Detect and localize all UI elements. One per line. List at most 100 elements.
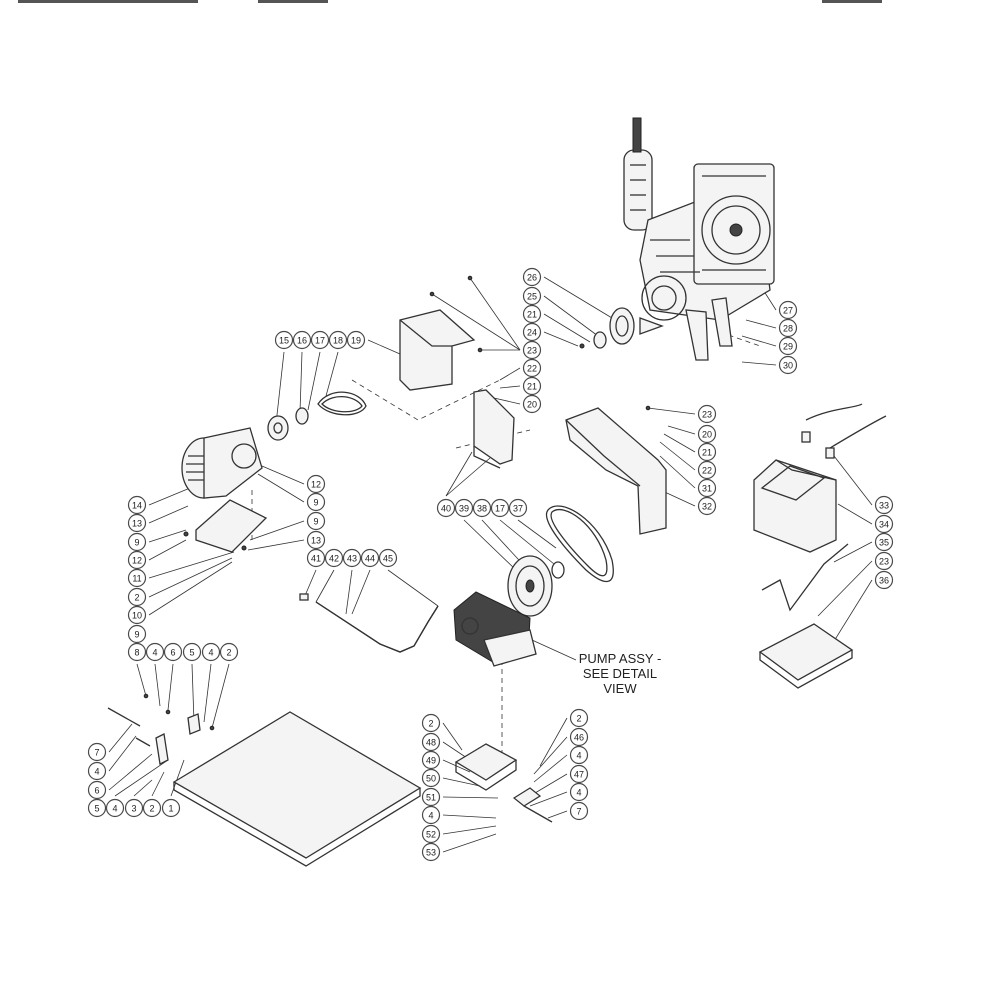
callout-9: 9 — [127, 532, 147, 552]
callout-36: 36 — [874, 570, 894, 590]
callout-1: 1 — [161, 798, 181, 818]
svg-text:40: 40 — [441, 504, 451, 514]
hose-assembly — [299, 593, 439, 653]
callout-43: 43 — [342, 548, 362, 568]
svg-text:47: 47 — [574, 770, 584, 780]
callout-4: 4 — [105, 798, 125, 818]
generator-bracket — [183, 499, 268, 553]
belt-guard-top — [399, 275, 483, 391]
callout-47: 47 — [569, 764, 589, 784]
svg-text:1: 1 — [168, 804, 173, 814]
svg-text:44: 44 — [365, 554, 375, 564]
svg-text:4: 4 — [208, 648, 213, 658]
callout-34: 34 — [874, 514, 894, 534]
svg-text:32: 32 — [702, 502, 712, 512]
callout-42: 42 — [324, 548, 344, 568]
svg-text:52: 52 — [426, 830, 436, 840]
generator — [181, 427, 263, 499]
belt-small — [317, 391, 367, 416]
svg-text:9: 9 — [313, 517, 318, 527]
callout-21: 21 — [522, 376, 542, 396]
callout-38: 38 — [472, 498, 492, 518]
callout-24: 24 — [522, 322, 542, 342]
callout-8: 8 — [127, 642, 147, 662]
svg-text:39: 39 — [459, 504, 469, 514]
callout-12: 12 — [306, 474, 326, 494]
svg-text:2: 2 — [226, 648, 231, 658]
callout-15: 15 — [274, 330, 294, 350]
svg-text:7: 7 — [576, 807, 581, 817]
callout-4: 4 — [87, 761, 107, 781]
svg-text:4: 4 — [152, 648, 157, 658]
svg-text:33: 33 — [879, 501, 889, 511]
svg-text:27: 27 — [783, 306, 793, 316]
svg-text:3: 3 — [131, 804, 136, 814]
svg-text:43: 43 — [347, 554, 357, 564]
svg-text:20: 20 — [702, 430, 712, 440]
callout-31: 31 — [697, 478, 717, 498]
svg-text:4: 4 — [428, 811, 433, 821]
generator-pulley — [267, 407, 309, 441]
callout-26: 26 — [522, 267, 542, 287]
callout-29: 29 — [778, 336, 798, 356]
svg-text:15: 15 — [279, 336, 289, 346]
svg-text:12: 12 — [311, 480, 321, 490]
callout-40: 40 — [436, 498, 456, 518]
callout-44: 44 — [360, 548, 380, 568]
callout-37: 37 — [508, 498, 528, 518]
svg-text:19: 19 — [351, 336, 361, 346]
callout-11: 11 — [127, 568, 147, 588]
callout-53: 53 — [421, 842, 441, 862]
svg-text:23: 23 — [702, 410, 712, 420]
svg-text:14: 14 — [132, 501, 142, 511]
callout-45: 45 — [378, 548, 398, 568]
callout-13: 13 — [127, 513, 147, 533]
callout-4: 4 — [421, 805, 441, 825]
svg-text:9: 9 — [134, 538, 139, 548]
callout-2: 2 — [219, 642, 239, 662]
svg-text:4: 4 — [94, 767, 99, 777]
callout-7: 7 — [87, 742, 107, 762]
svg-text:20: 20 — [527, 400, 537, 410]
callout-20: 20 — [697, 424, 717, 444]
svg-text:49: 49 — [426, 756, 436, 766]
callout-19: 19 — [346, 330, 366, 350]
pump-mount-plate — [454, 743, 553, 823]
callout-33: 33 — [874, 495, 894, 515]
callout-27: 27 — [778, 300, 798, 320]
svg-text:10: 10 — [132, 611, 142, 621]
engine-pulley — [579, 307, 635, 349]
svg-text:24: 24 — [527, 328, 537, 338]
callout-18: 18 — [328, 330, 348, 350]
callout-46: 46 — [569, 727, 589, 747]
callout-4: 4 — [569, 782, 589, 802]
svg-text:51: 51 — [426, 793, 436, 803]
svg-text:2: 2 — [428, 719, 433, 729]
callout-13: 13 — [306, 530, 326, 550]
callout-23: 23 — [522, 340, 542, 360]
callout-9: 9 — [127, 624, 147, 644]
svg-text:2: 2 — [134, 593, 139, 603]
callout-4: 4 — [145, 642, 165, 662]
svg-text:25: 25 — [527, 292, 537, 302]
svg-text:13: 13 — [132, 519, 142, 529]
svg-text:13: 13 — [311, 536, 321, 546]
belt-cover-right — [565, 405, 667, 535]
callout-5: 5 — [87, 798, 107, 818]
callout-48: 48 — [421, 732, 441, 752]
svg-text:36: 36 — [879, 576, 889, 586]
svg-text:34: 34 — [879, 520, 889, 530]
callout-23: 23 — [697, 404, 717, 424]
callout-12: 12 — [127, 550, 147, 570]
pump-pulley-and-belt — [507, 505, 614, 617]
callout-3: 3 — [124, 798, 144, 818]
svg-text:53: 53 — [426, 848, 436, 858]
callout-23: 23 — [874, 551, 894, 571]
callout-2: 2 — [421, 713, 441, 733]
svg-text:9: 9 — [313, 498, 318, 508]
battery-hold-down — [758, 543, 854, 689]
svg-text:42: 42 — [329, 554, 339, 564]
callout-6: 6 — [163, 642, 183, 662]
